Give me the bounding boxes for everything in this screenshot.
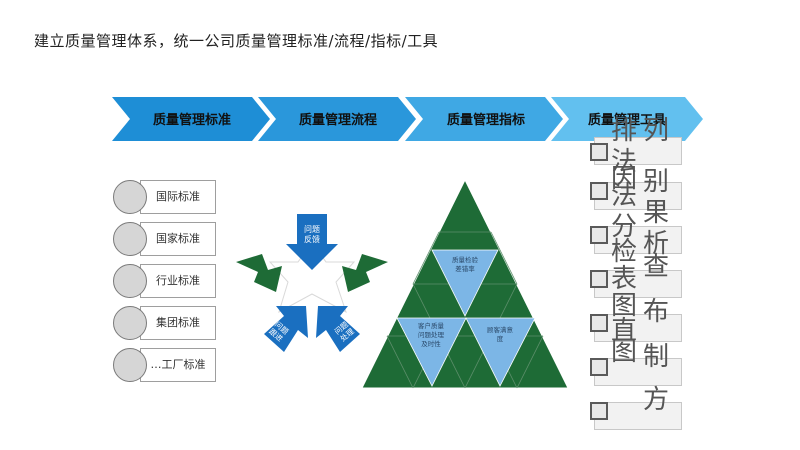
- tool-box: [594, 226, 682, 254]
- tool-box: [594, 358, 682, 386]
- tools-char: 直: [610, 316, 637, 346]
- chevron-process: [258, 97, 416, 141]
- standard-item: 行业标准: [140, 264, 216, 298]
- tools-char: 法: [610, 181, 637, 211]
- tool-bullet: [590, 270, 608, 288]
- page-title: 建立质量管理体系，统一公司质量管理标准/流程/指标/工具: [34, 32, 439, 50]
- chevron-standards: [112, 97, 270, 141]
- tools-char: 图: [610, 337, 637, 367]
- tool-box: [594, 137, 682, 165]
- tools-char: 列: [642, 116, 669, 146]
- tool-bullet: [590, 314, 608, 332]
- standard-item: 集团标准: [140, 306, 216, 340]
- tools-char: 析: [642, 229, 669, 259]
- chevron-metrics-label: 质量管理指标: [447, 112, 525, 128]
- standard-bullet: [113, 348, 147, 382]
- standard-bullet: [113, 180, 147, 214]
- standard-item: 国际标准: [140, 180, 216, 214]
- standard-item: …工厂标准: [140, 348, 216, 382]
- tools-text-col1: 排 法 因 法 分 检 表 图 直 图: [609, 116, 639, 368]
- tool-bullet: [590, 143, 608, 161]
- tools-text-col2: 列 别 果 析 查 布 制 方: [641, 116, 671, 416]
- tools-char: 布: [642, 297, 669, 327]
- pyramid-inverted-left: [396, 317, 467, 387]
- tools-char: 制: [642, 342, 669, 372]
- tool-box: [594, 402, 682, 430]
- tool-bullet: [590, 358, 608, 376]
- tools-char: 表: [610, 264, 637, 294]
- tools-char: 别: [642, 167, 669, 197]
- tools-char: 方: [642, 385, 669, 415]
- arrow-right-green: [342, 254, 388, 292]
- tools-char: 图: [610, 291, 637, 321]
- pyramid-top-label: 质量检验差错率: [452, 255, 479, 273]
- tools-char: 因: [610, 164, 637, 194]
- standard-item: 国家标准: [140, 222, 216, 256]
- process-top-label: 问题反馈: [304, 225, 320, 244]
- tool-bullet: [590, 226, 608, 244]
- tools-char: 查: [642, 252, 669, 282]
- arrow-left-green: [236, 254, 282, 292]
- chevron-process-label: 质量管理流程: [299, 112, 377, 128]
- arrow-handle: [316, 306, 360, 352]
- tools-char: 检: [610, 237, 637, 267]
- tools-char: [641, 147, 671, 167]
- pyramid-left-label: 客户质量问题处理及时性: [418, 321, 445, 348]
- chevron-standards-label: 质量管理标准: [153, 112, 231, 128]
- tools-char: 分: [610, 212, 637, 242]
- process-star: [268, 241, 356, 314]
- pyramid-inverted-right: [465, 317, 536, 387]
- tools-char: 排: [610, 116, 637, 146]
- chevron-metrics: [405, 97, 563, 141]
- chevron-tools: [551, 97, 703, 141]
- tool-box: [594, 314, 682, 342]
- arrow-follow-up: [264, 306, 308, 352]
- chevron-tools-label: 质量管理工具: [588, 112, 666, 128]
- tool-bullet: [590, 402, 608, 420]
- standard-bullet: [113, 222, 147, 256]
- tool-box: [594, 182, 682, 210]
- tools-char: 法: [610, 147, 637, 177]
- standard-bullet: [113, 306, 147, 340]
- tool-bullet: [590, 182, 608, 200]
- tools-char: 果: [642, 198, 669, 228]
- pyramid-right-label: 顾客满意度: [487, 325, 514, 343]
- pyramid-inverted-top: [431, 249, 499, 317]
- standard-bullet: [113, 264, 147, 298]
- arrow-feedback: [286, 214, 338, 270]
